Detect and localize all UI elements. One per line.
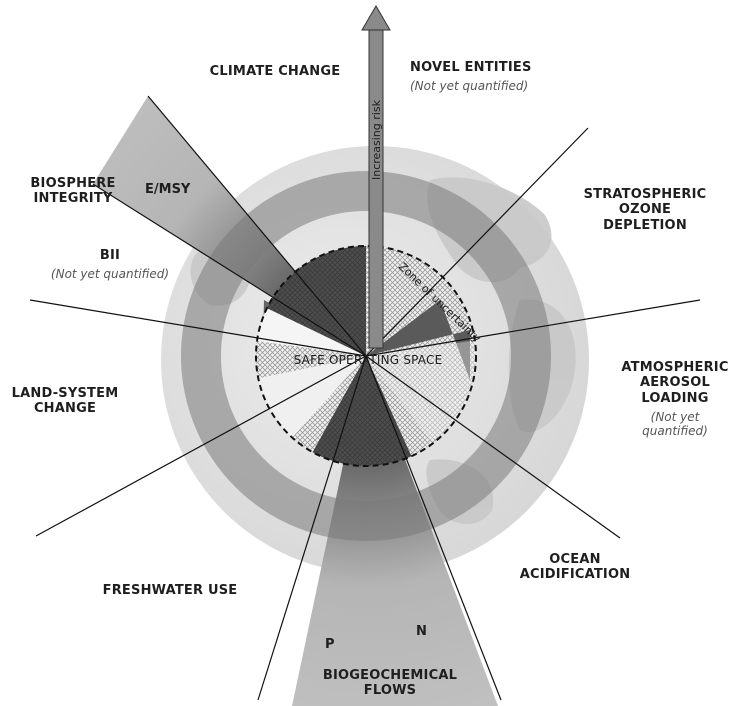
novel-entities-note: (Not yet quantified) bbox=[410, 79, 529, 94]
label-biosphere-integrity: BIOSPHERE INTEGRITY bbox=[18, 176, 128, 207]
label-p: P bbox=[325, 637, 335, 652]
label-aerosol-loading: ATMOSPHERIC AEROSOL LOADING (Not yet qua… bbox=[620, 360, 730, 438]
biogeochemical-title-line1: BIOGEOCHEMICAL bbox=[322, 668, 458, 683]
label-land-system-change: LAND-SYSTEM CHANGE bbox=[10, 386, 120, 417]
ozone-title-line1: STRATOSPHERIC OZONE bbox=[583, 187, 707, 218]
label-n: N bbox=[416, 624, 427, 639]
bii-note: (Not yet quantified) bbox=[50, 267, 170, 282]
ocean-title-line1: OCEAN bbox=[549, 552, 601, 567]
aerosol-title-line2: AEROSOL bbox=[639, 375, 711, 391]
climate-change-title: CLIMATE CHANGE bbox=[209, 64, 341, 79]
boundary-lines bbox=[29, 95, 701, 701]
zone-of-uncertainty-boundary bbox=[255, 245, 477, 467]
freshwater-title: FRESHWATER USE bbox=[102, 583, 238, 598]
ocean-title-line2: ACIDIFICATION bbox=[519, 567, 631, 583]
increasing-risk-arrow bbox=[361, 5, 391, 349]
ozone-title-line2: DEPLETION bbox=[603, 217, 687, 233]
center-label: SAFE OPERATING SPACE bbox=[286, 353, 450, 367]
aerosol-title-line3: LOADING bbox=[641, 390, 709, 406]
land-title-line1: LAND-SYSTEM bbox=[11, 386, 119, 401]
label-ocean-acidification: OCEAN ACIDIFICATION bbox=[510, 552, 640, 583]
aerosol-note: (Not yet quantified) bbox=[642, 409, 708, 439]
label-freshwater-use: FRESHWATER USE bbox=[95, 583, 245, 598]
aerosol-title-line1: ATMOSPHERIC bbox=[621, 360, 729, 375]
biogeochemical-title-line2: FLOWS bbox=[363, 683, 417, 699]
label-novel-entities: NOVEL ENTITIES (Not yet quantified) bbox=[410, 60, 570, 93]
biosphere-title-line2: INTEGRITY bbox=[33, 191, 113, 207]
label-stratospheric-ozone: STRATOSPHERIC OZONE DEPLETION bbox=[560, 187, 730, 233]
increasing-risk-label: Increasing risk bbox=[370, 100, 383, 180]
novel-entities-title: NOVEL ENTITIES bbox=[410, 60, 532, 75]
label-biogeochemical-flows: BIOGEOCHEMICAL FLOWS bbox=[300, 668, 480, 699]
label-emsy: E/MSY bbox=[145, 182, 191, 197]
safe-operating-space-label: SAFE OPERATING SPACE bbox=[293, 353, 443, 367]
label-climate-change: CLIMATE CHANGE bbox=[190, 64, 360, 79]
label-bii: BII (Not yet quantified) bbox=[30, 248, 190, 281]
bii-title: BII bbox=[99, 248, 121, 263]
land-title-line2: CHANGE bbox=[33, 401, 97, 417]
biosphere-title-line1: BIOSPHERE bbox=[30, 176, 116, 191]
